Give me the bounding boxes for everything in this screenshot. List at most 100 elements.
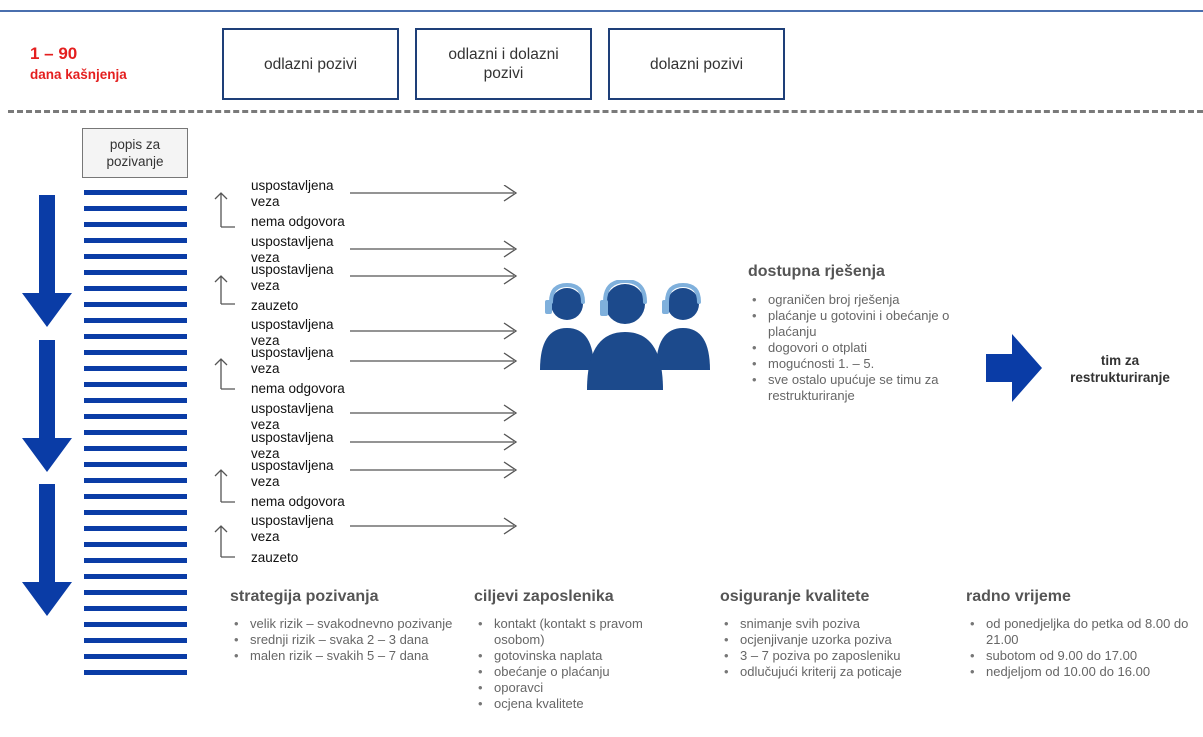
- section-item: oporavci: [474, 680, 694, 696]
- list-stripe: [84, 430, 187, 435]
- top-rule: [0, 10, 1203, 12]
- list-stripe: [84, 238, 187, 243]
- solution-item: mogućnosti 1. – 5.: [748, 356, 986, 372]
- list-stripe: [84, 382, 187, 387]
- channel-outbound: odlazni pozivi: [222, 28, 399, 100]
- list-stripe: [84, 350, 187, 355]
- list-stripe: [84, 254, 187, 259]
- section-item: odlučujući kriterij za poticaje: [720, 664, 950, 680]
- list-stripe: [84, 558, 187, 563]
- solutions-title: dostupna rješenja: [748, 263, 885, 280]
- right-arrow-icon: [350, 322, 518, 340]
- right-arrow-icon: [350, 267, 518, 285]
- list-stripe: [84, 286, 187, 291]
- section-list: kontakt (kontakt s pravom osobom) gotovi…: [474, 616, 694, 712]
- call-outcome: nema odgovora: [251, 381, 345, 396]
- call-outcome: uspostavljena veza: [251, 430, 334, 461]
- list-stripe: [84, 206, 187, 211]
- channel-inbound-label: dolazni pozivi: [649, 55, 744, 73]
- call-outcome: uspostavljena veza: [251, 401, 334, 432]
- up-return-arrow-icon: [214, 358, 235, 390]
- call-outcome: nema odgovora: [251, 494, 345, 509]
- call-outcome: uspostavljena veza: [251, 513, 334, 544]
- section-title: radno vrijeme: [966, 588, 1071, 605]
- call-list-title: popis za pozivanje: [106, 137, 164, 169]
- solution-item: ograničen broj rješenja: [748, 292, 986, 308]
- dashed-divider: [8, 110, 1203, 113]
- section-title: ciljevi zaposlenika: [474, 588, 614, 605]
- list-stripe: [84, 606, 187, 611]
- up-return-arrow-icon: [214, 192, 235, 228]
- right-arrow-icon: [350, 240, 518, 258]
- right-arrow-icon: [350, 185, 518, 202]
- channel-inbound: dolazni pozivi: [608, 28, 785, 100]
- list-stripe: [84, 494, 187, 499]
- right-arrow-icon: [350, 433, 518, 451]
- section-item: nedjeljom od 10.00 do 16.00: [966, 664, 1191, 680]
- solution-item: sve ostalo upućuje se timu za restruktur…: [748, 372, 986, 404]
- up-return-arrow-icon: [214, 275, 235, 305]
- section-item: ocjenjivanje uzorka poziva: [720, 632, 950, 648]
- section-list: velik rizik – svakodnevno pozivanje sred…: [230, 616, 470, 664]
- section-item: gotovinska naplata: [474, 648, 694, 664]
- solutions-list: ograničen broj rješenja plaćanje u gotov…: [748, 292, 986, 404]
- section-title: osiguranje kvalitete: [720, 588, 870, 605]
- list-stripe: [84, 270, 187, 275]
- section-item: obećanje o plaćanju: [474, 664, 694, 680]
- call-outcome: uspostavljena veza: [251, 458, 334, 489]
- delay-caption: dana kašnjenja: [30, 67, 127, 82]
- section-item: subotom od 9.00 do 17.00: [966, 648, 1191, 664]
- section-item: velik rizik – svakodnevno pozivanje: [230, 616, 470, 632]
- list-stripe: [84, 574, 187, 579]
- list-stripe: [84, 638, 187, 643]
- up-return-arrow-icon: [214, 469, 235, 503]
- section-item: 3 – 7 poziva po zaposleniku: [720, 648, 950, 664]
- solution-item: dogovori o otplati: [748, 340, 986, 356]
- list-stripe: [84, 222, 187, 227]
- call-outcome: zauzeto: [251, 550, 299, 565]
- list-stripe: [84, 190, 187, 195]
- list-stripe: [84, 590, 187, 595]
- list-stripe: [84, 510, 187, 515]
- list-stripe: [84, 398, 187, 403]
- section-title: strategija pozivanja: [230, 588, 379, 605]
- up-return-arrow-icon: [214, 525, 235, 558]
- list-stripe: [84, 318, 187, 323]
- section-item: srednji rizik – svaka 2 – 3 dana: [230, 632, 470, 648]
- right-arrow-icon: [350, 461, 518, 479]
- list-stripe: [84, 654, 187, 659]
- call-outcome: nema odgovora: [251, 214, 345, 229]
- right-arrow-icon: [350, 404, 518, 422]
- call-outcome: uspostavljena veza: [251, 262, 334, 293]
- restructuring-team: tim za restrukturiranje: [1070, 353, 1170, 385]
- call-outcome: uspostavljena veza: [251, 178, 334, 209]
- section-item: od ponedjeljka do petka od 8.00 do 21.00: [966, 616, 1191, 648]
- channel-outbound-inbound-label: odlazni i dolazni pozivi: [448, 46, 559, 82]
- down-arrow-icon: [22, 340, 72, 472]
- right-arrow-icon: [350, 352, 518, 370]
- call-list-header: popis za pozivanje: [82, 128, 188, 178]
- section-item: kontakt (kontakt s pravom osobom): [474, 616, 694, 648]
- section-list: snimanje svih poziva ocjenjivanje uzorka…: [720, 616, 950, 680]
- right-arrow-icon: [350, 517, 518, 535]
- down-arrow-icon: [22, 484, 72, 616]
- list-stripe: [84, 414, 187, 419]
- section-item: malen rizik – svakih 5 – 7 dana: [230, 648, 470, 664]
- channel-outbound-inbound: odlazni i dolazni pozivi: [415, 28, 592, 100]
- call-outcome: uspostavljena veza: [251, 345, 334, 376]
- channel-outbound-label: odlazni pozivi: [263, 55, 358, 73]
- list-stripe: [84, 622, 187, 627]
- list-stripe: [84, 526, 187, 531]
- section-list: od ponedjeljka do petka od 8.00 do 21.00…: [966, 616, 1191, 680]
- down-arrow-icon: [22, 195, 72, 327]
- list-stripe: [84, 446, 187, 451]
- list-stripe: [84, 478, 187, 483]
- call-outcome: uspostavljena veza: [251, 317, 334, 348]
- list-stripe: [84, 462, 187, 467]
- list-stripe: [84, 334, 187, 339]
- call-outcome: uspostavljena veza: [251, 234, 334, 265]
- call-outcome: zauzeto: [251, 298, 299, 313]
- list-stripe: [84, 542, 187, 547]
- section-item: ocjena kvalitete: [474, 696, 694, 712]
- list-stripe: [84, 302, 187, 307]
